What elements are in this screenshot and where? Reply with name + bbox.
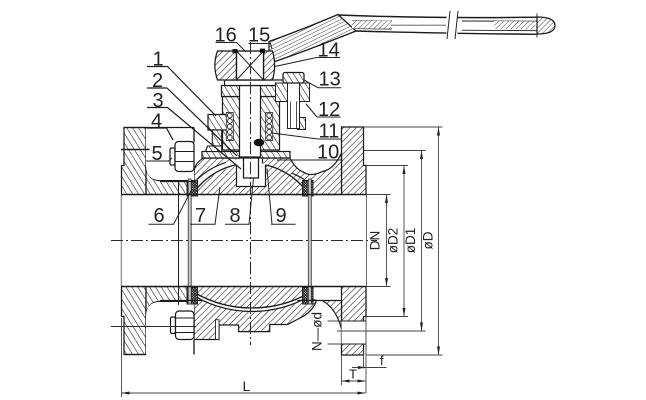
svg-text:13: 13	[319, 69, 341, 91]
svg-text:16: 16	[215, 25, 237, 47]
svg-text:1: 1	[153, 49, 164, 71]
svg-text:L: L	[243, 378, 251, 394]
svg-text:14: 14	[318, 40, 340, 62]
svg-text:9: 9	[276, 205, 287, 227]
svg-text:øD: øD	[421, 231, 436, 249]
svg-text:3: 3	[153, 90, 164, 112]
svg-text:11: 11	[319, 121, 340, 143]
svg-text:DN: DN	[368, 231, 383, 251]
svg-text:N—ød: N—ød	[310, 312, 325, 351]
svg-text:15: 15	[248, 25, 270, 47]
svg-text:2: 2	[152, 70, 163, 92]
svg-text:4: 4	[151, 111, 162, 133]
svg-text:10: 10	[317, 142, 339, 164]
svg-text:7: 7	[195, 205, 206, 227]
svg-text:f: f	[380, 353, 384, 368]
svg-text:6: 6	[154, 205, 165, 227]
svg-text:T: T	[349, 367, 357, 382]
svg-text:8: 8	[230, 205, 241, 227]
svg-text:øD2: øD2	[386, 228, 401, 254]
svg-text:12: 12	[318, 99, 340, 121]
svg-text:øD1: øD1	[403, 228, 418, 254]
svg-text:5: 5	[152, 143, 163, 165]
